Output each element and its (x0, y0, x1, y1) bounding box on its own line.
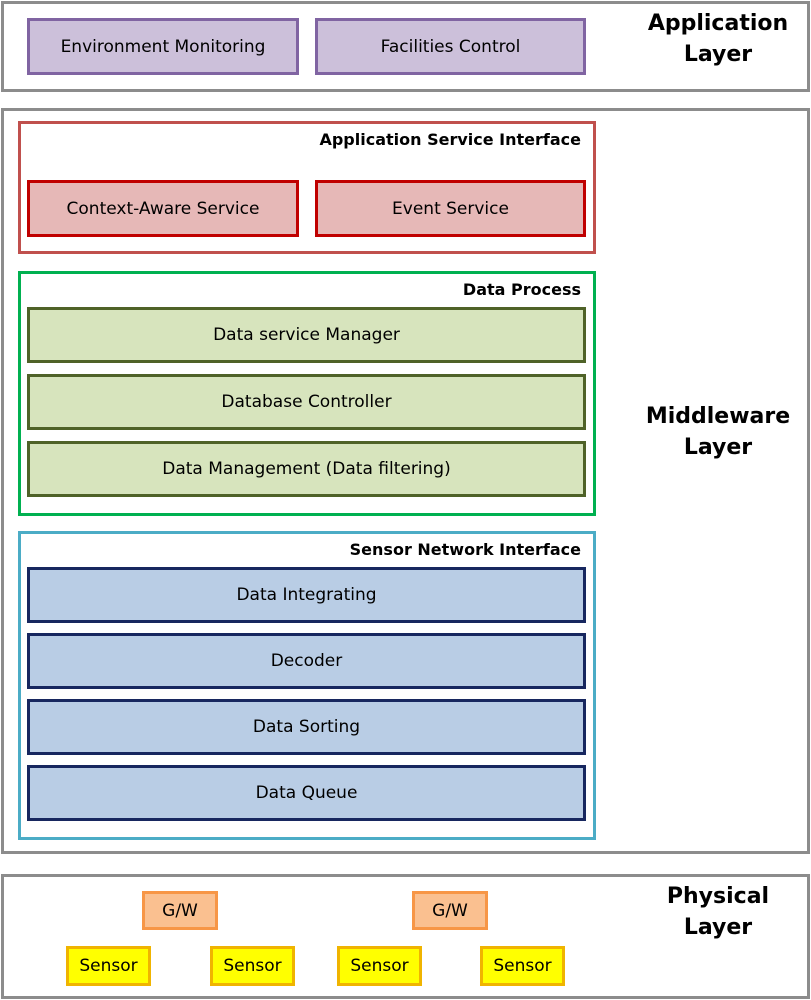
physical-layer-label: Physical Layer (666, 884, 770, 940)
sensor-network-interface-title: Sensor Network Interface (349, 540, 581, 559)
sensor-box: Sensor (337, 946, 422, 986)
gateway-box: G/W (412, 891, 488, 930)
application-layer-label: Application Layer (647, 11, 789, 67)
facilities-control-box: Facilities Control (315, 18, 586, 75)
middleware-layer-label: Middleware Layer (645, 404, 791, 460)
data-service-manager-box: Data service Manager (27, 307, 586, 363)
decoder-box: Decoder (27, 633, 586, 689)
application-service-interface-group: Application Service Interface (18, 121, 596, 254)
context-aware-service-box: Context-Aware Service (27, 180, 299, 237)
event-service-box: Event Service (315, 180, 586, 237)
data-process-group: Data Process (18, 271, 596, 516)
data-management-box: Data Management (Data filtering) (27, 441, 586, 497)
sensor-box: Sensor (480, 946, 565, 986)
application-service-interface-title: Application Service Interface (319, 130, 581, 149)
data-queue-box: Data Queue (27, 765, 586, 821)
gateway-box: G/W (142, 891, 218, 930)
sensor-box: Sensor (66, 946, 151, 986)
environment-monitoring-box: Environment Monitoring (27, 18, 299, 75)
data-process-title: Data Process (462, 280, 581, 299)
sensor-box: Sensor (210, 946, 295, 986)
database-controller-box: Database Controller (27, 374, 586, 430)
data-integrating-box: Data Integrating (27, 567, 586, 623)
data-sorting-box: Data Sorting (27, 699, 586, 755)
sensor-network-interface-group: Sensor Network Interface (18, 531, 596, 840)
